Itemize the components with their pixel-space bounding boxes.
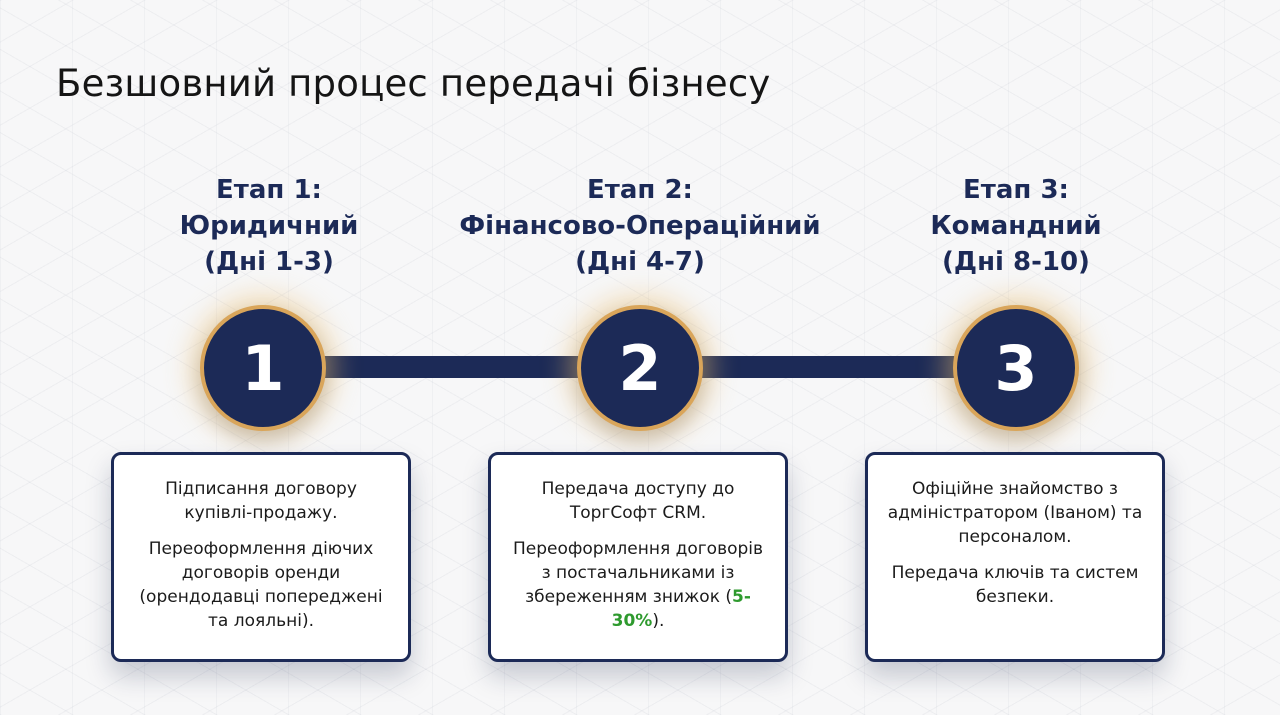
stage-1-days: (Дні 1-3): [204, 247, 334, 277]
stage-2-text-2-end: ).: [652, 611, 665, 631]
stage-2-text-2-main: Переоформлення договорів з постачальника…: [512, 539, 764, 607]
stage-2-text-1: Передача доступу до ТоргСофт CRM.: [541, 479, 735, 523]
stage-3-circle: 3: [953, 305, 1079, 431]
stage-3-text-1: Офіційне знайомство з адміністратором (І…: [887, 479, 1143, 547]
stage-3-card: Офіційне знайомство з адміністратором (І…: [865, 452, 1165, 662]
stage-2-text-2: Переоформлення договорів з постачальника…: [509, 537, 767, 633]
stage-3-header: Етап 3: Командний (Дні 8-10): [816, 172, 1216, 280]
discount-highlight: 5-30%: [611, 587, 751, 631]
stage-2-card: Передача доступу до ТоргСофт CRM. Переоф…: [488, 452, 788, 662]
stage-3-label: Етап 3:: [963, 175, 1069, 205]
stage-2-name: Фінансово-Операційний: [459, 211, 821, 241]
stage-1-name: Юридичний: [179, 211, 359, 241]
page-title: Безшовний процес передачі бізнесу: [56, 62, 771, 105]
stage-2-circle: 2: [577, 305, 703, 431]
stage-1-label: Етап 1:: [216, 175, 322, 205]
stage-2-days: (Дні 4-7): [575, 247, 705, 277]
stage-1-header: Етап 1: Юридичний (Дні 1-3): [69, 172, 469, 280]
stage-1-card: Підписання договору купівлі-продажу. Пер…: [111, 452, 411, 662]
stage-3-name: Командний: [930, 211, 1102, 241]
stage-2-header: Етап 2: Фінансово-Операційний (Дні 4-7): [440, 172, 840, 280]
stage-2-label: Етап 2:: [587, 175, 693, 205]
stage-3-days: (Дні 8-10): [942, 247, 1090, 277]
stage-3-text-2: Передача ключів та систем безпеки.: [891, 563, 1139, 607]
stage-1-text-1: Підписання договору купівлі-продажу.: [165, 479, 357, 523]
stage-1-text-2: Переоформлення діючих договорів оренди (…: [139, 539, 383, 631]
stage-1-circle: 1: [200, 305, 326, 431]
